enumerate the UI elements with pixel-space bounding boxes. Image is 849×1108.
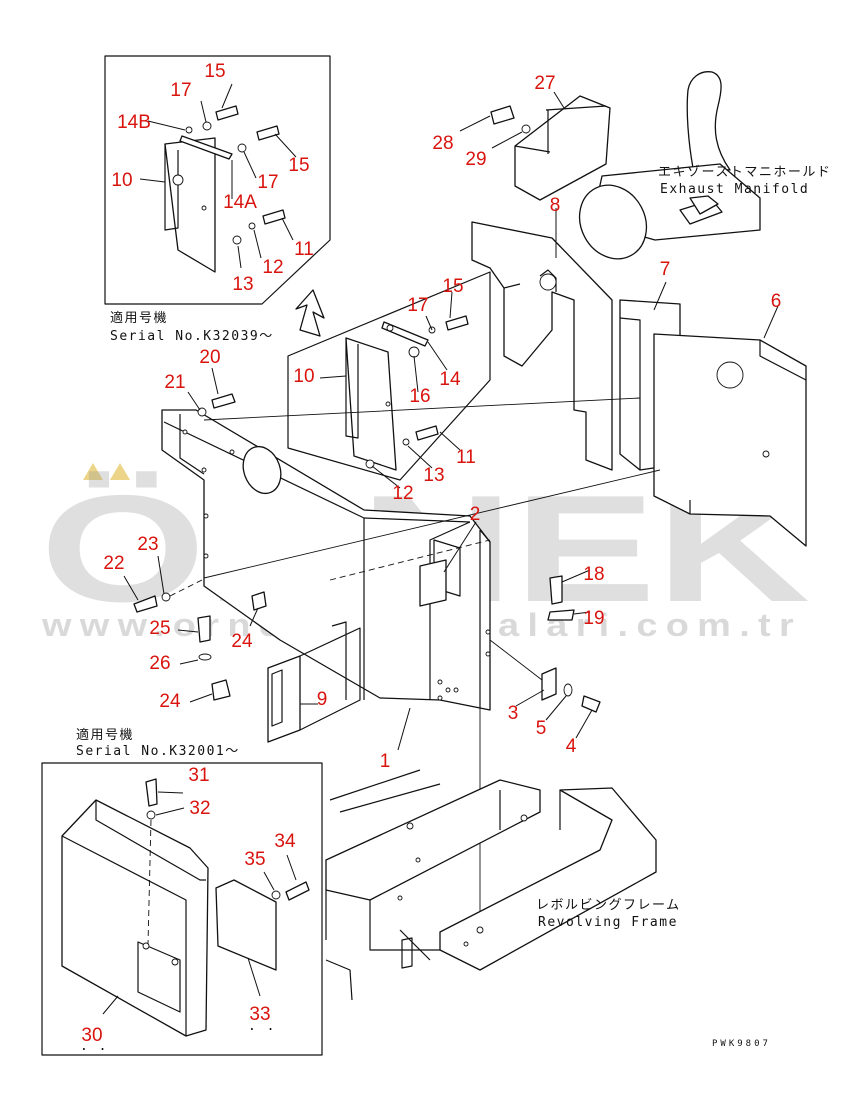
callout-13: 13 bbox=[423, 465, 444, 486]
main-frame-body bbox=[161, 409, 491, 711]
inset-cover-30 bbox=[61, 799, 209, 1037]
svg-text:. .: . . bbox=[80, 1039, 108, 1054]
bracket-detail-frame bbox=[287, 271, 491, 481]
inset-bolt-31 bbox=[145, 778, 158, 807]
frame-label-en: Revolving Frame bbox=[538, 915, 678, 930]
callout-24: 24 bbox=[231, 631, 253, 652]
callout-20: 20 bbox=[199, 347, 220, 368]
bolt-18 bbox=[549, 575, 563, 605]
inset-upper-parts bbox=[139, 83, 297, 273]
callout-16: 16 bbox=[409, 386, 430, 407]
bracket-detail-parts bbox=[319, 291, 469, 489]
callout-1: 1 bbox=[380, 751, 391, 772]
callout-10: 10 bbox=[111, 170, 132, 191]
callout-17: 17 bbox=[170, 80, 191, 101]
callout-22: 22 bbox=[103, 553, 124, 574]
inset-lower-frame bbox=[41, 762, 323, 1056]
drawing-code: PWK9807 bbox=[712, 1039, 771, 1049]
callout-30: 30 bbox=[81, 1025, 102, 1046]
callout-2: 2 bbox=[470, 504, 481, 525]
callout-29: 29 bbox=[465, 149, 486, 170]
bolt-20 bbox=[211, 393, 236, 409]
callout-14: 14 bbox=[439, 369, 461, 390]
callout-19: 19 bbox=[583, 608, 604, 629]
callout-28: 28 bbox=[432, 133, 453, 154]
callout-5: 5 bbox=[536, 718, 547, 739]
callout-15: 15 bbox=[204, 61, 225, 82]
plate-3 bbox=[541, 667, 557, 701]
callout-4: 4 bbox=[566, 736, 577, 757]
inset-lower-serial-jp: 適用号機 bbox=[76, 727, 134, 743]
panel-8 bbox=[471, 221, 613, 471]
reference-dash bbox=[329, 539, 491, 581]
callout-13: 13 bbox=[232, 274, 253, 295]
callout-17: 17 bbox=[257, 172, 278, 193]
bolt-28 bbox=[490, 105, 515, 125]
callout-25: 25 bbox=[149, 618, 170, 639]
callout-21: 21 bbox=[164, 372, 185, 393]
callout-3: 3 bbox=[508, 703, 519, 724]
callout-17: 17 bbox=[407, 295, 428, 316]
exhaust-label-en: Exhaust Manifold bbox=[660, 182, 809, 197]
inset-lower-serial-en: Serial No.K32001～ bbox=[76, 744, 240, 759]
bolt-4 bbox=[581, 695, 601, 713]
callout-23: 23 bbox=[137, 534, 158, 555]
revolving-frame bbox=[325, 769, 657, 1001]
callout-32: 32 bbox=[189, 798, 210, 819]
callout-9: 9 bbox=[317, 689, 328, 710]
callout-11: 11 bbox=[294, 239, 314, 260]
inset-plate-33 bbox=[215, 879, 277, 971]
callout-11: 11 bbox=[456, 447, 476, 468]
inset-bracket-flange bbox=[164, 144, 179, 231]
callout-15: 15 bbox=[288, 155, 309, 176]
callout-7: 7 bbox=[660, 259, 671, 280]
inset-bracket-10 bbox=[164, 137, 216, 273]
callout-33: 33 bbox=[249, 1004, 270, 1025]
callout-27: 27 bbox=[534, 73, 555, 94]
callout-34: 34 bbox=[274, 831, 296, 852]
inset-upper-serial-en: Serial No.K32039～ bbox=[110, 329, 274, 344]
bracket-9 bbox=[267, 655, 301, 743]
callout-24: 24 bbox=[159, 691, 181, 712]
callout-12: 12 bbox=[392, 483, 413, 504]
callout-8: 8 bbox=[550, 195, 561, 216]
frame-label-jp: レボルビングフレーム bbox=[536, 898, 681, 913]
svg-text:. .: . . bbox=[248, 1019, 276, 1034]
washer-19 bbox=[547, 609, 575, 621]
callout-26: 26 bbox=[149, 653, 170, 674]
view-arrow bbox=[295, 289, 325, 337]
inset-upper-frame bbox=[104, 55, 331, 305]
exhaust-manifold bbox=[578, 71, 761, 260]
inset-strap-14A bbox=[179, 135, 233, 160]
callout-35: 35 bbox=[244, 849, 265, 870]
inset-upper-serial-jp: 適用号機 bbox=[110, 310, 168, 326]
callout-14A: 14A bbox=[223, 192, 257, 213]
callout-15: 15 bbox=[442, 276, 463, 297]
callout-10: 10 bbox=[293, 366, 314, 387]
watermark-dots bbox=[83, 463, 130, 480]
callout-14B: 14B bbox=[117, 112, 151, 133]
inset-lower-parts: . . . . bbox=[61, 778, 310, 1054]
callout-31: 31 bbox=[188, 765, 209, 786]
exhaust-label-jp: エキゾーストマニホールド bbox=[658, 165, 831, 180]
clip-2 bbox=[419, 559, 447, 607]
reference-lines bbox=[203, 397, 661, 579]
bolt-25 bbox=[197, 615, 211, 643]
callout-18: 18 bbox=[583, 564, 604, 585]
heat-shield-27 bbox=[514, 95, 611, 201]
bolt-22 bbox=[133, 595, 158, 613]
panel-6 bbox=[653, 333, 807, 547]
callout-12: 12 bbox=[262, 257, 283, 278]
callout-6: 6 bbox=[771, 291, 782, 312]
